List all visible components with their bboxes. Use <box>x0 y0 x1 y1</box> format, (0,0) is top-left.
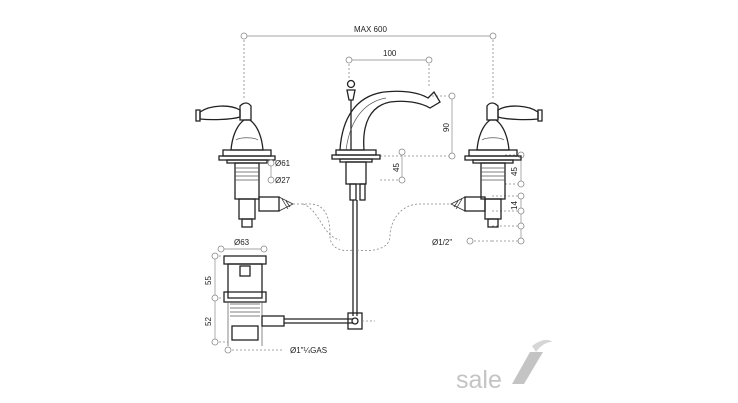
handle-dimensions: 45 14 <box>492 151 525 245</box>
max-width-label: MAX 600 <box>354 25 387 34</box>
waste-upper-label: 55 <box>204 276 213 285</box>
max-width-dimension: MAX 600 <box>240 25 497 100</box>
connection-dia-label: Ø1/2" <box>432 238 452 247</box>
shank-dia-label: Ø27 <box>275 176 291 185</box>
logo-text: sale <box>456 366 502 394</box>
spout-base-label: 45 <box>392 163 401 172</box>
brand-logo: sale <box>456 339 552 394</box>
left-valve-handle <box>195 102 294 228</box>
waste-thread-label: Ø1"¼GAS <box>290 346 327 355</box>
spout <box>331 79 441 316</box>
waste-dia-label: Ø63 <box>234 238 250 247</box>
spout-height-dimension: 90 <box>380 92 456 160</box>
handle-connector-label: 14 <box>510 201 519 210</box>
spout-base-dimension: 45 <box>380 148 406 184</box>
connection-dimension: Ø1/2" <box>432 237 492 247</box>
pop-up-waste: Ø63 55 52 Ø1"¼GAS <box>204 238 375 355</box>
spout-reach-dimension: 100 <box>345 49 433 88</box>
logo-mark-icon <box>512 352 543 384</box>
flange-dia-label: Ø61 <box>275 159 291 168</box>
spout-reach-label: 100 <box>383 49 397 58</box>
spout-height-label: 90 <box>442 123 451 132</box>
flange-dimension: Ø61 Ø27 <box>267 159 291 185</box>
supply-pipes <box>293 203 451 252</box>
handle-base-label: 45 <box>510 167 519 176</box>
right-valve-handle <box>450 102 543 228</box>
waste-lower-label: 52 <box>204 317 213 326</box>
